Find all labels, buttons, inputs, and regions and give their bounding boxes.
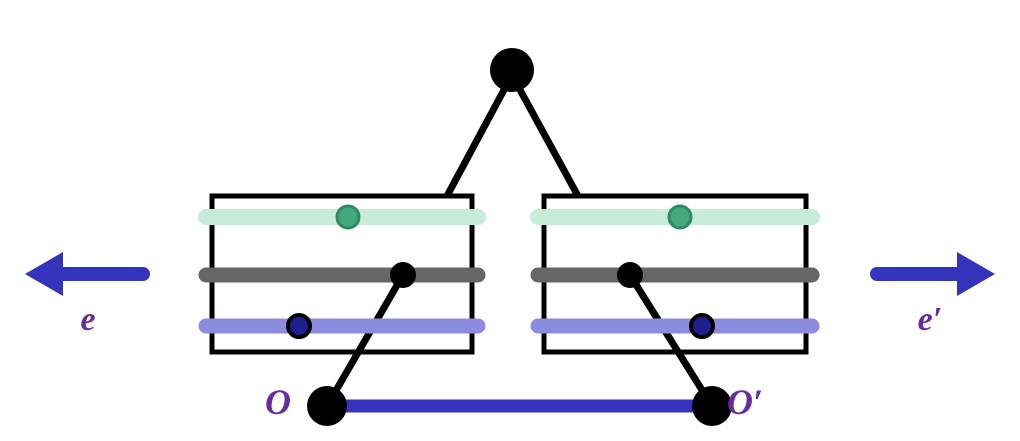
event-dots-group xyxy=(286,204,715,339)
event-dot-black-left xyxy=(390,262,416,288)
connector-lines-group xyxy=(323,86,715,408)
event-dot-navy-left xyxy=(286,313,312,339)
event-dot-black-right xyxy=(617,262,643,288)
apex-node-group xyxy=(490,48,534,92)
text-labels-group: e e′ O O′ xyxy=(80,301,942,422)
arrow-left-e-label: e xyxy=(80,301,95,338)
direction-arrows-group xyxy=(25,252,995,296)
observer-node-O-prime xyxy=(692,386,732,426)
apex-to-right-box xyxy=(515,86,582,198)
observer-node-O xyxy=(307,386,347,426)
arrow-right-e-prime-head xyxy=(957,252,995,296)
arrow-left-e-head xyxy=(25,252,63,296)
apex-node xyxy=(490,48,534,92)
left-worldline xyxy=(323,273,407,408)
observer-nodes-group xyxy=(307,386,732,426)
observer-label-O: O xyxy=(265,382,291,422)
right-worldline xyxy=(627,273,715,408)
event-dot-navy-right xyxy=(689,313,715,339)
apex-to-left-box xyxy=(443,86,509,198)
observer-label-O-prime: O′ xyxy=(727,382,763,422)
arrow-right-e-prime xyxy=(870,252,995,296)
arrow-right-e-prime-label: e′ xyxy=(918,301,943,338)
event-dot-green-right xyxy=(667,204,693,230)
arrow-left-e xyxy=(25,252,150,296)
event-dot-green-left xyxy=(335,204,361,230)
